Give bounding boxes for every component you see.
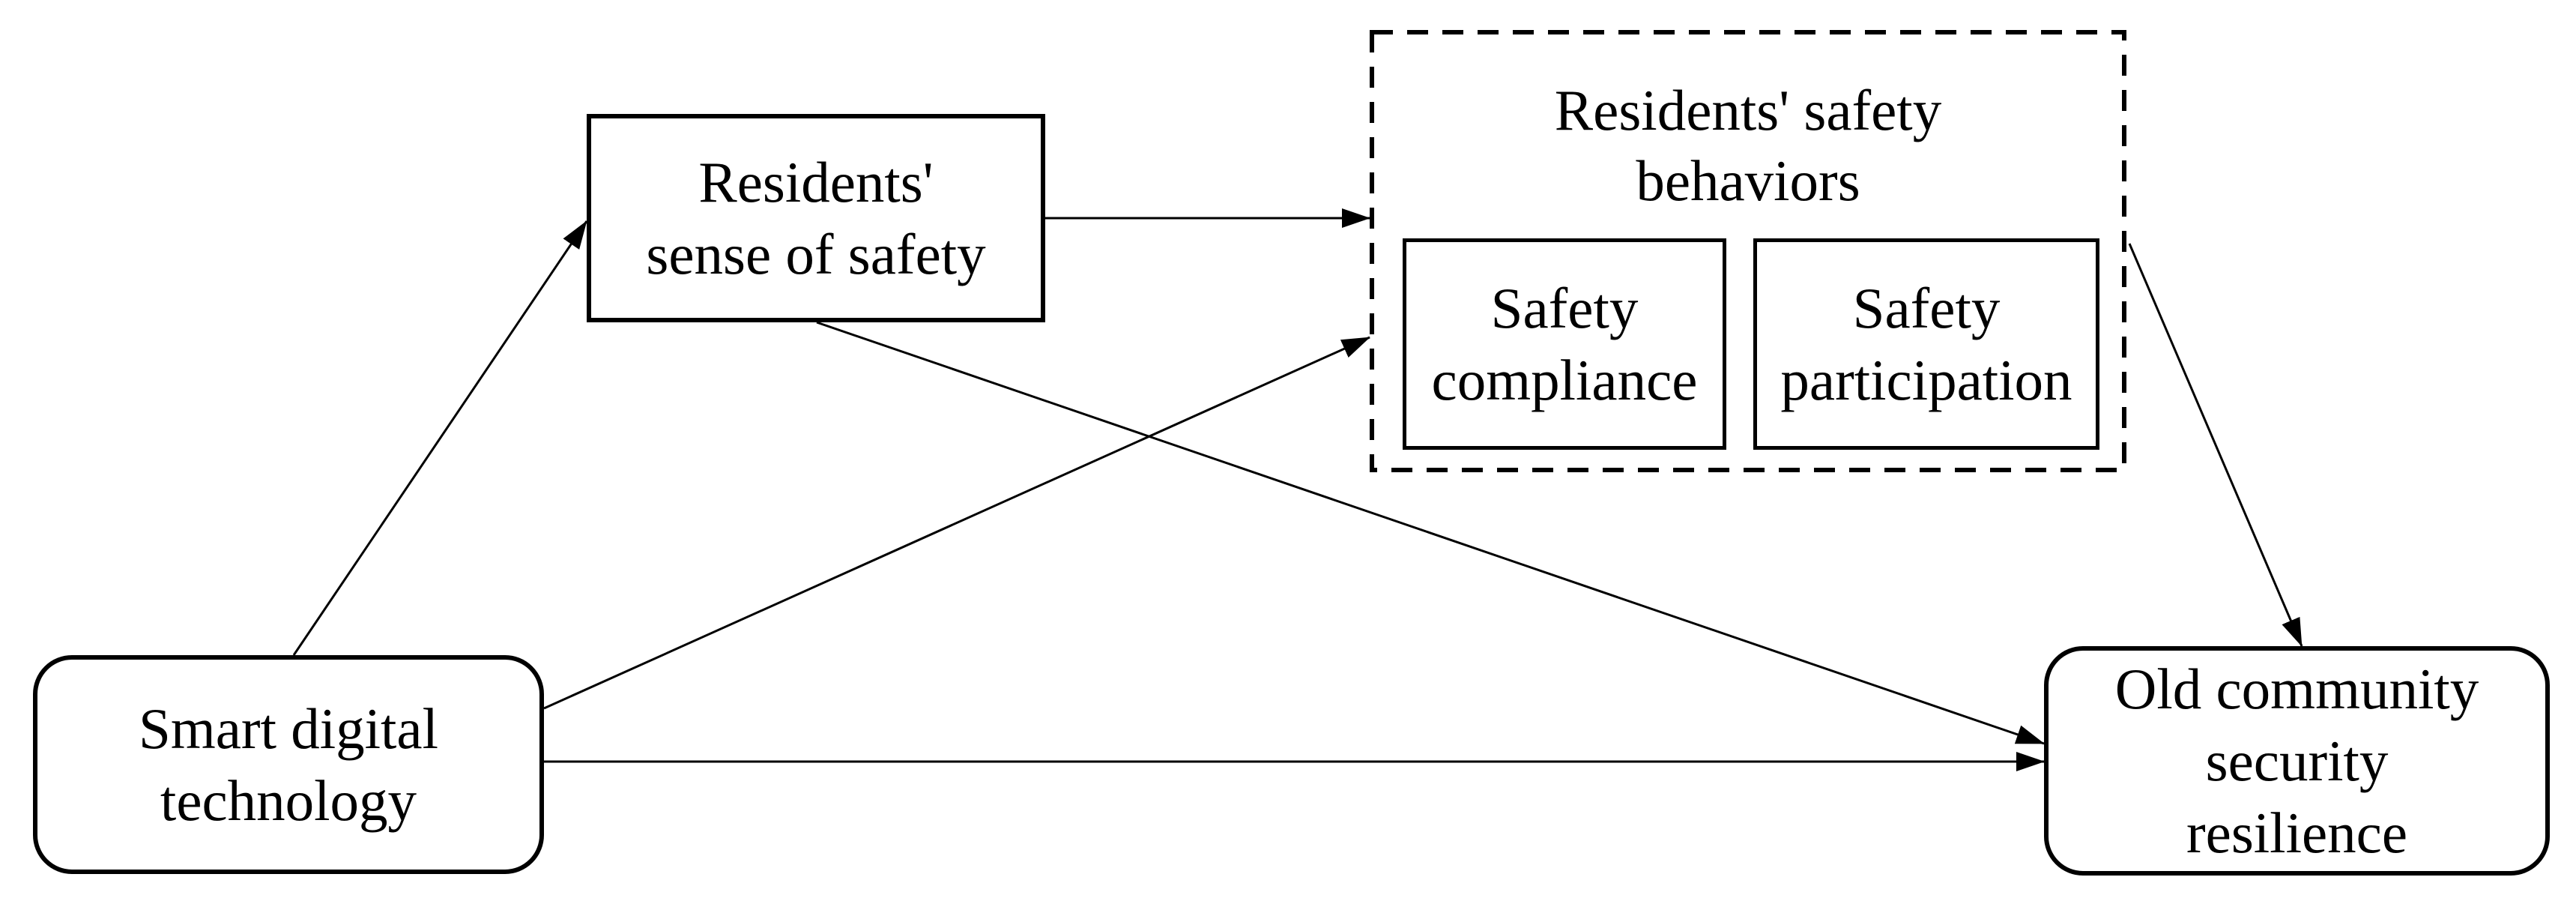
arrow-smart-to-sense xyxy=(292,220,588,656)
node-old-community-security-resilience-label: Old community security resilience xyxy=(2114,657,2479,865)
behaviors-group-title: Residents' safety behaviors xyxy=(1372,75,2124,216)
behaviors-group-title-label: Residents' safety behaviors xyxy=(1554,78,1942,213)
behaviors-group-dashed-border xyxy=(1370,30,2126,472)
node-safety-compliance: Safety compliance xyxy=(1403,238,1726,450)
node-smart-digital-technology: Smart digital technology xyxy=(33,655,544,874)
node-smart-digital-technology-label: Smart digital technology xyxy=(139,696,438,833)
arrow-behaviors-to-resilience xyxy=(2128,243,2303,647)
node-safety-participation: Safety participation xyxy=(1753,238,2099,450)
arrow-smart-to-behaviors xyxy=(543,336,1370,710)
node-old-community-security-resilience: Old community security resilience xyxy=(2044,646,2550,876)
node-safety-compliance-label: Safety compliance xyxy=(1431,276,1698,412)
node-residents-sense-of-safety: Residents' sense of safety xyxy=(587,114,1045,322)
arrow-sense-to-resilience xyxy=(816,321,2045,745)
node-residents-sense-of-safety-label: Residents' sense of safety xyxy=(646,150,986,286)
node-safety-participation-label: Safety participation xyxy=(1780,276,2072,412)
